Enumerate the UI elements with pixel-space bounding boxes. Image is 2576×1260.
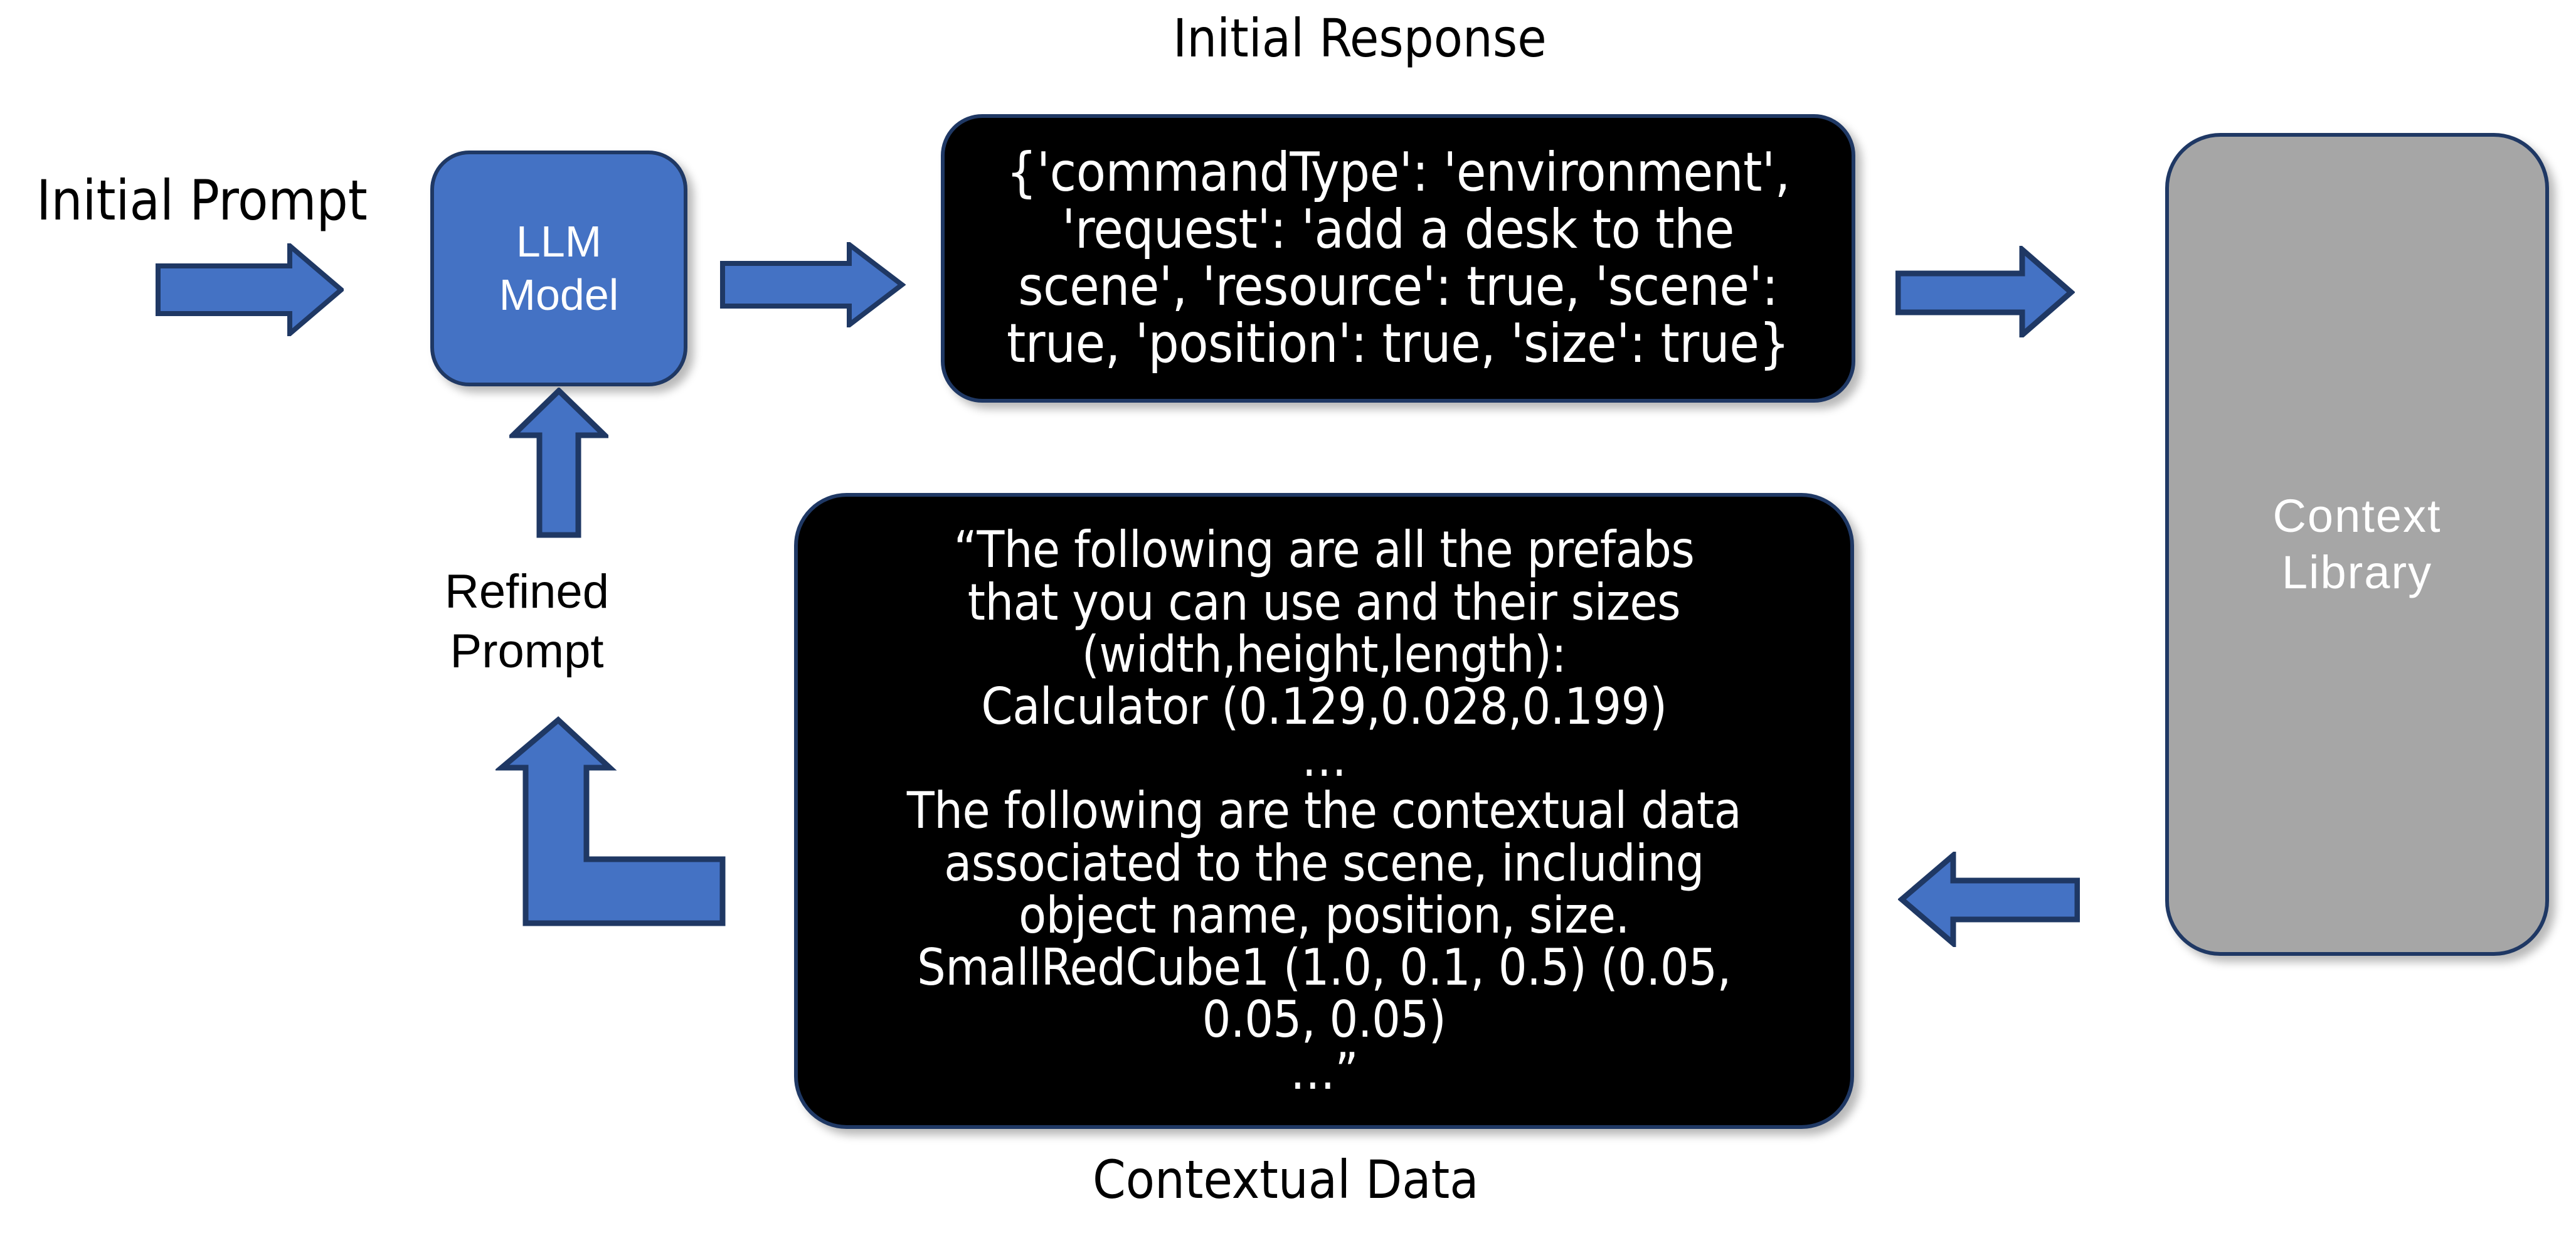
title-contextual-data: Contextual Data [1093,1149,1479,1210]
label-refined-prompt-line1: Refined [445,565,609,618]
label-refined-prompt-line2: Prompt [450,625,604,678]
arrow-prompt-to-llm [156,243,344,336]
initial-response-box[interactable]: {'commandType': 'environment', 'request'… [941,114,1855,403]
arrow-llm-to-response [720,242,906,327]
contextual-data-text: “The following are all the prefabs that … [906,521,1742,1101]
llm-model-line1: LLM [516,216,602,266]
arrow-refined-prompt-up [509,388,608,538]
contextual-data-box[interactable]: “The following are all the prefabs that … [794,493,1854,1129]
context-library-line1: Context [2272,489,2442,542]
arrow-library-to-context [1898,852,2080,947]
llm-model-line2: Model [499,270,619,319]
context-library-line2: Library [2281,546,2433,598]
arrow-response-to-library [1895,246,2075,337]
label-initial-prompt: Initial Prompt [36,168,368,233]
title-initial-response: Initial Response [1173,8,1547,69]
arrow-context-elbow-up [496,716,726,926]
initial-response-text: {'commandType': 'environment', 'request'… [1006,140,1790,376]
